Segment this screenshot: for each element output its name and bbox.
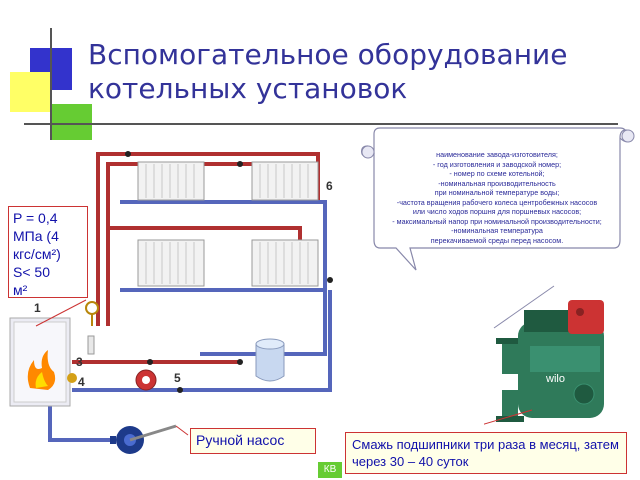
nameplate-line: перекачиваемой среды перед насосом. [430,235,564,245]
pressure-line: МПа (4 [13,228,59,244]
nameplate-line: при номинальной температуре воды; [434,188,560,197]
nameplate-line: -номинальная температура [451,226,543,235]
radiator-bottom-right [251,239,319,287]
decor-square-yellow [10,72,50,112]
return-pipe-boiler [72,290,332,392]
nameplate-line: - год изготовления и заводской номер; [432,159,562,169]
valve-icon [67,151,333,393]
nameplate-scroll-callout [361,127,635,271]
pressure-line: кгс/см²) [13,246,61,262]
expansion-tank-icon [255,338,285,382]
scheme-number-1: 1 [34,301,41,315]
scheme-number-6: 6 [326,179,333,193]
nameplate-line: - максимальный напор при номинальной про… [392,216,602,226]
boiler [9,317,71,407]
boiler-flame-icon [27,350,56,390]
manual-pump-icon [110,424,177,454]
scheme-number-3: 3 [76,355,83,369]
page-title: Вспомогательное оборудование котельных у… [88,38,568,105]
maintenance-note: Смажь подшипники три раза в месяц, затем… [345,432,627,474]
pressure-line: S< 50 [13,264,50,280]
decor-horizontal-line [24,123,618,125]
decor-vertical-line [50,28,52,146]
pressure-line: P = 0,4 [13,210,58,226]
pump-brand-logo: wilo [545,373,565,385]
pointer-line [484,409,533,425]
scheme-number-5: 5 [174,371,181,385]
radiator-top-left [137,161,205,201]
radiator-group [137,161,319,287]
circulation-pump-icon [135,369,157,391]
nameplate-line: наименование завода-изготовителя; [436,150,558,159]
pointer-line [175,425,189,436]
circulation-pump-photo: wilo [484,285,604,425]
pressure-spec-box: P = 0,4 МПа (4 кгс/см²) S< 50 м² [8,206,88,298]
nameplate-line: - номер по схеме котельной; [449,169,545,178]
scheme-number-4: 4 [78,375,85,389]
manual-pump-label: Ручной насос [190,428,316,454]
kv-nav-button[interactable]: КВ [318,462,342,478]
radiator-bottom-left [137,239,205,287]
pointer-line [35,299,87,327]
thermometer-icon [87,335,95,355]
supply-pipe-inner [106,162,300,326]
radiator-top-right [251,161,319,201]
manual-pump-pipe [48,402,110,442]
nameplate-requirements-text: наименование завода-изготовителя; - год … [384,150,610,245]
gauge-icon [85,301,99,326]
nameplate-line: -номинальная производительность [438,178,556,188]
nameplate-line: -частота вращения рабочего колеса центро… [396,197,598,207]
supply-pipe-middle [108,226,302,240]
nameplate-line: или число ходов поршня для поршневых нас… [412,207,582,216]
pressure-line: м² [13,282,28,298]
heating-scheme-diagram: 1 2 3 4 5 6 [9,151,333,454]
